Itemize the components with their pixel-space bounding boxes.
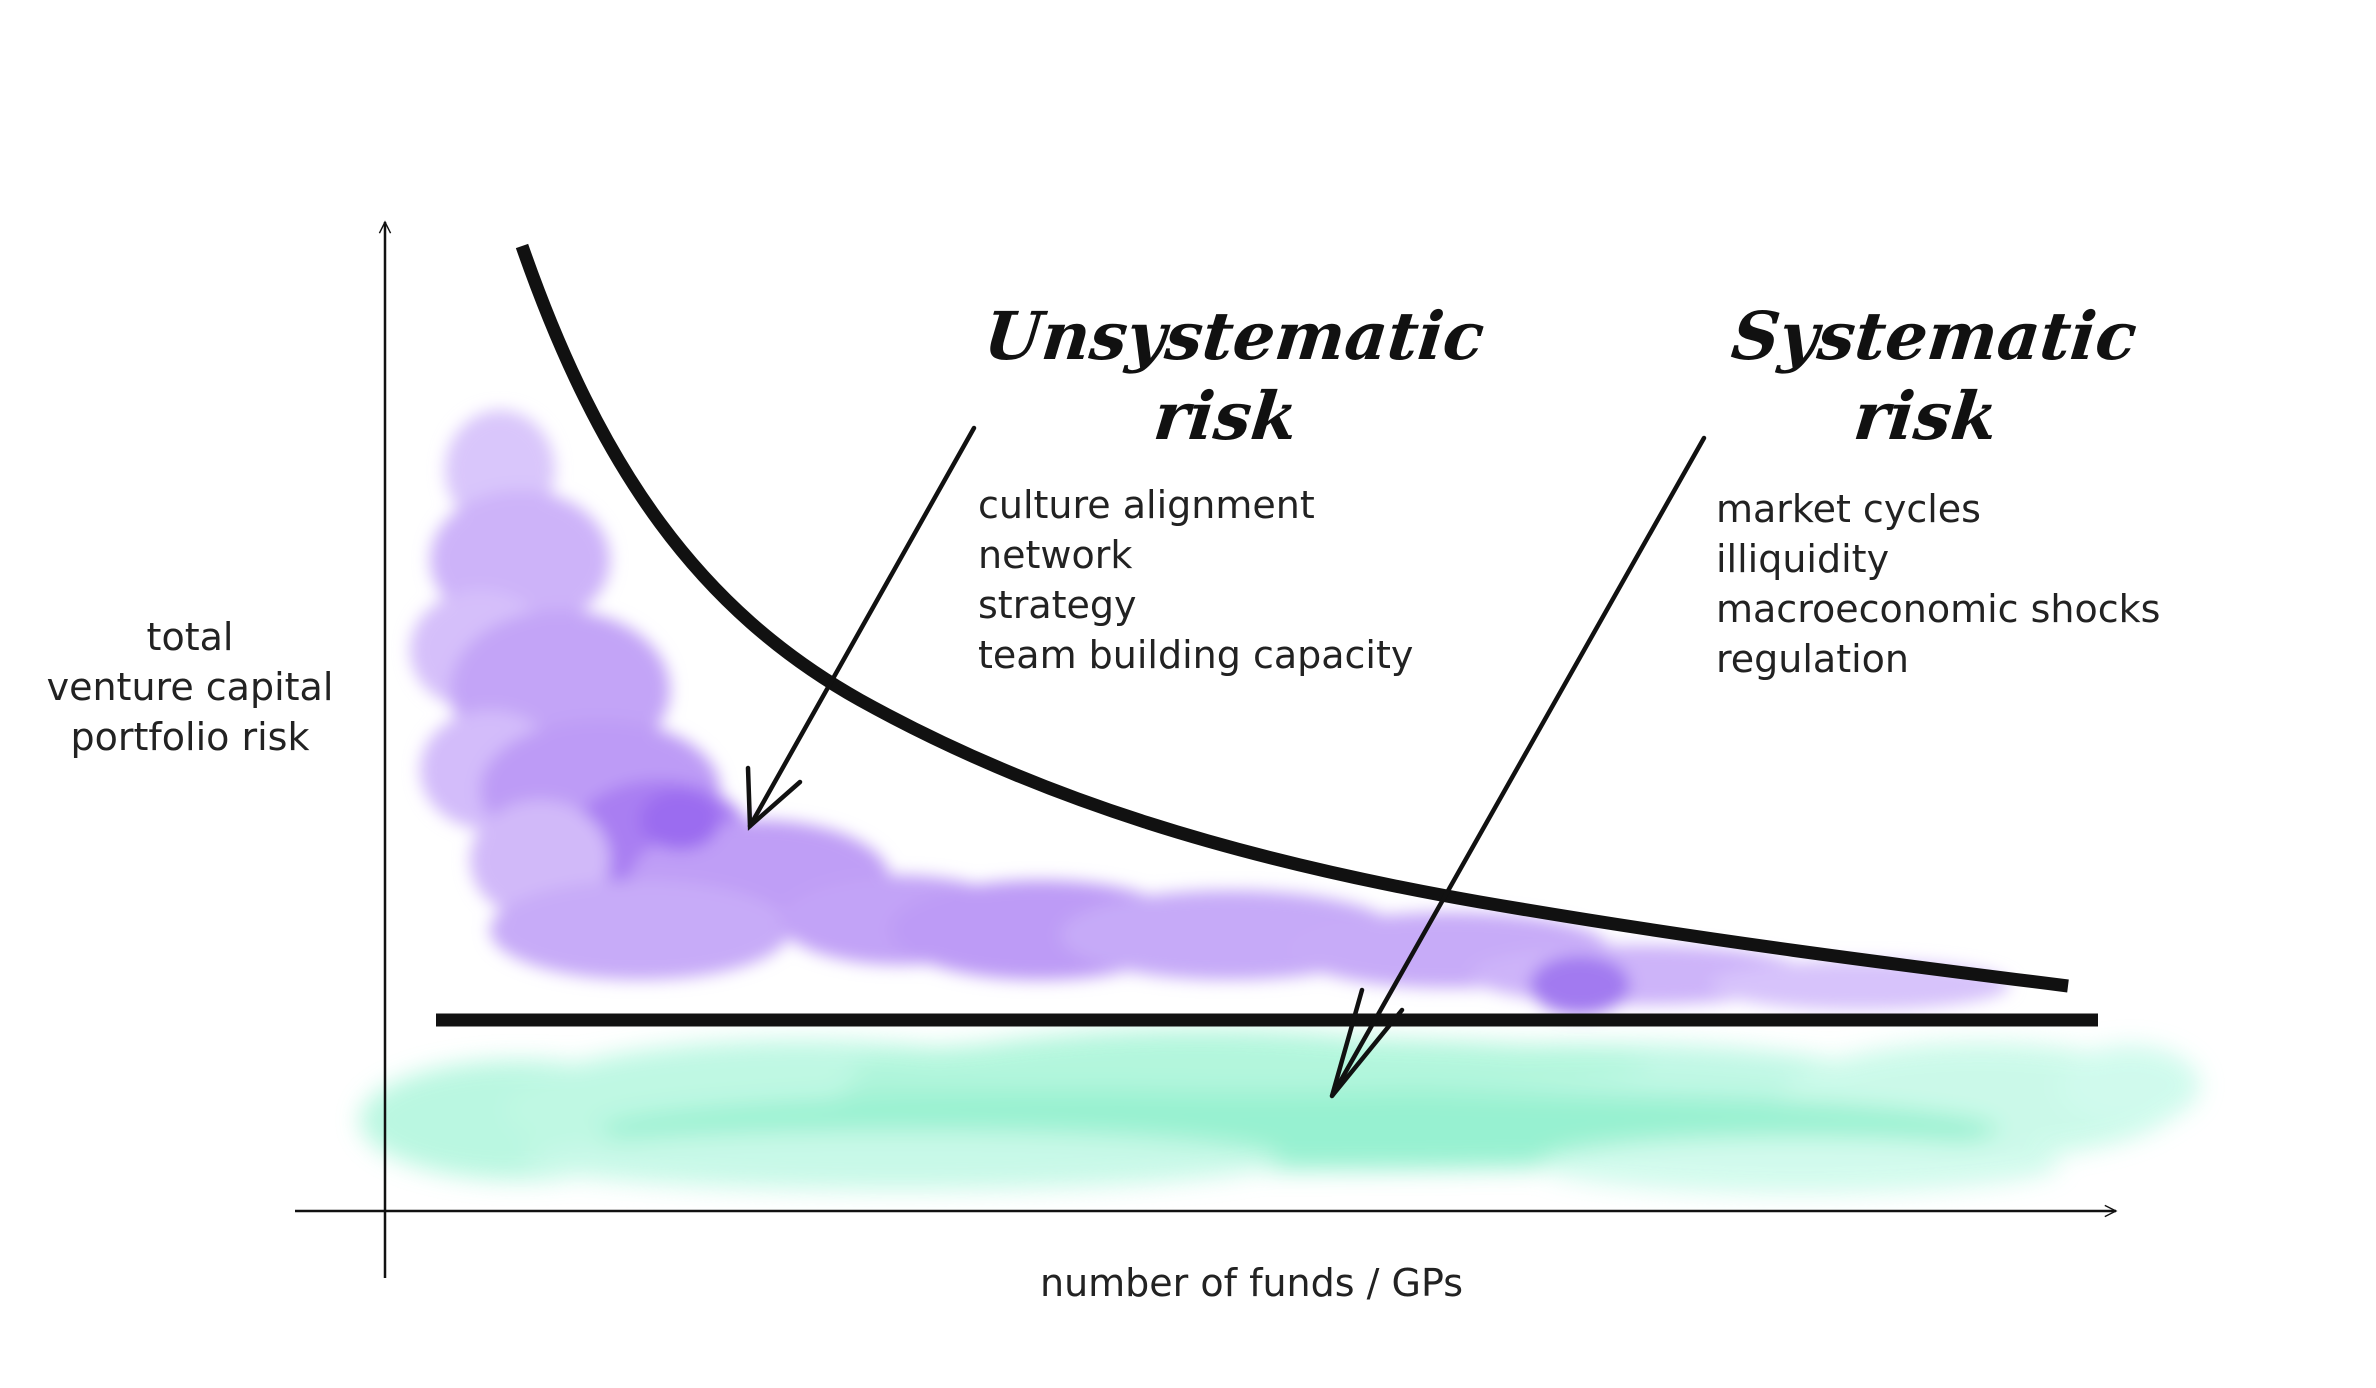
list-item: strategy xyxy=(978,583,1137,627)
list-item: team building capacity xyxy=(978,633,1414,677)
y-axis-label-line: total xyxy=(146,615,234,659)
list-item: culture alignment xyxy=(978,483,1315,527)
unsystematic-risk-area xyxy=(410,410,2010,1015)
unsystematic-risk-list: culture alignment network strategy team … xyxy=(978,480,1413,680)
systematic-arrow xyxy=(1329,435,1707,1099)
list-item: macroeconomic shocks xyxy=(1716,587,2161,631)
list-item: market cycles xyxy=(1716,487,1981,531)
list-item: regulation xyxy=(1716,637,1910,681)
y-axis-label-line: portfolio risk xyxy=(70,715,310,759)
unsystematic-risk-heading: Unsystematic risk xyxy=(952,296,1509,456)
heading-line: Systematic xyxy=(1728,297,2141,375)
total-risk-curve xyxy=(515,243,2069,993)
systematic-risk-heading: Systematic risk xyxy=(1692,296,2169,456)
heading-line: risk xyxy=(1850,377,2002,455)
systematic-risk-list: market cycles illiquidity macroeconomic … xyxy=(1716,484,2160,684)
list-item: network xyxy=(978,533,1133,577)
x-axis-label: number of funds / GPs xyxy=(1040,1261,1464,1305)
heading-line: Unsystematic xyxy=(980,297,1488,375)
y-axis-label: total venture capital portfolio risk xyxy=(20,612,360,762)
y-axis-label-line: venture capital xyxy=(46,665,334,709)
axes xyxy=(295,222,2116,1278)
unsystematic-arrow xyxy=(745,425,977,831)
heading-line: risk xyxy=(1150,377,1302,455)
list-item: illiquidity xyxy=(1716,537,1890,581)
systematic-risk-area xyxy=(360,1030,2200,1193)
